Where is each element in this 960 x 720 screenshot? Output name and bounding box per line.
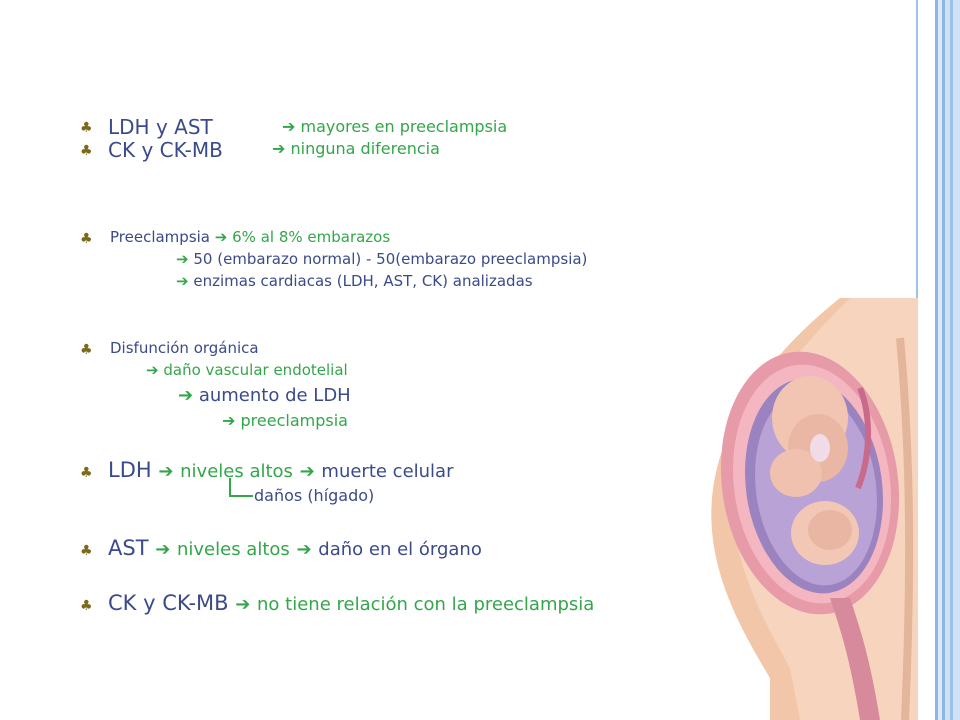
bullet-icon: ♣ — [80, 342, 93, 358]
label: CK y CK-MB — [108, 138, 223, 162]
label: Disfunción orgánica — [110, 339, 259, 357]
bullet-icon: ♣ — [80, 120, 93, 136]
label: LDH — [108, 458, 152, 482]
text: daños (hígado) — [254, 486, 375, 505]
text: daño vascular endotelial — [163, 361, 348, 379]
line-aumento-ldh: ➔ aumento de LDH — [178, 387, 351, 405]
line-enzymes: ➔ enzimas cardiacas (LDH, AST, CK) anali… — [176, 274, 533, 289]
line-danos-higado: daños (hígado) — [254, 488, 374, 504]
text: 50 (embarazo normal) - 50(embarazo preec… — [193, 250, 588, 268]
text: mayores en preeclampsia — [300, 117, 508, 136]
line-ldh-ast: LDH y AST — [108, 117, 213, 137]
line-preeclampsia: Preeclampsia ➔ 6% al 8% embarazos — [110, 230, 390, 245]
line-ck-result: ➔ ninguna diferencia — [272, 141, 440, 157]
text-2: daño en el órgano — [318, 539, 482, 560]
arrow-icon: ➔ — [272, 139, 286, 158]
arrow-icon: ➔ — [296, 539, 312, 560]
line-sample-sizes: ➔ 50 (embarazo normal) - 50(embarazo pre… — [176, 252, 587, 267]
text: niveles altos — [177, 539, 290, 560]
connector-line — [229, 478, 253, 497]
label: AST — [108, 536, 149, 560]
arrow-icon: ➔ — [176, 272, 189, 290]
text: 6% al 8% embarazos — [232, 228, 391, 246]
arrow-icon: ➔ — [158, 461, 174, 482]
arrow-icon: ➔ — [282, 117, 296, 136]
label: LDH y AST — [108, 115, 213, 139]
text-2: muerte celular — [321, 461, 454, 482]
bullet-icon: ♣ — [80, 465, 93, 481]
arrow-icon: ➔ — [299, 461, 315, 482]
arrow-icon: ➔ — [146, 361, 159, 379]
label: CK y CK-MB — [108, 591, 229, 615]
arrow-icon: ➔ — [178, 385, 194, 406]
label: Preeclampsia — [110, 228, 210, 246]
bullet-icon: ♣ — [80, 598, 93, 614]
arrow-icon: ➔ — [155, 539, 171, 560]
arrow-icon: ➔ — [235, 594, 251, 615]
arrow-icon: ➔ — [222, 411, 236, 430]
text: niveles altos — [180, 461, 293, 482]
line-ast: AST ➔ niveles altos ➔ daño en el órgano — [108, 538, 482, 559]
frame-stripes — [935, 0, 960, 720]
bullet-icon: ♣ — [80, 231, 93, 247]
arrow-icon: ➔ — [176, 250, 189, 268]
line-ldh: LDH ➔ niveles altos ➔ muerte celular — [108, 460, 454, 481]
line-dano-vascular: ➔ daño vascular endotelial — [146, 363, 348, 378]
text: no tiene relación con la preeclampsia — [257, 594, 595, 615]
line-disfuncion: Disfunción orgánica — [110, 341, 259, 356]
line-ldh-ast-result: ➔ mayores en preeclampsia — [282, 119, 507, 135]
arrow-icon: ➔ — [214, 228, 228, 246]
line-preeclampsia-result: ➔ preeclampsia — [222, 413, 348, 429]
text: preeclampsia — [240, 411, 348, 430]
text: enzimas cardiacas (LDH, AST, CK) analiza… — [193, 272, 533, 290]
line-ck-ckmb: CK y CK-MB — [108, 140, 223, 160]
text: ninguna diferencia — [290, 139, 440, 158]
pregnancy-illustration — [700, 298, 918, 720]
bullet-icon: ♣ — [80, 543, 93, 559]
text: aumento de LDH — [198, 385, 351, 406]
line-ck-ckmb-2: CK y CK-MB ➔ no tiene relación con la pr… — [108, 593, 594, 614]
bullet-icon: ♣ — [80, 143, 93, 159]
